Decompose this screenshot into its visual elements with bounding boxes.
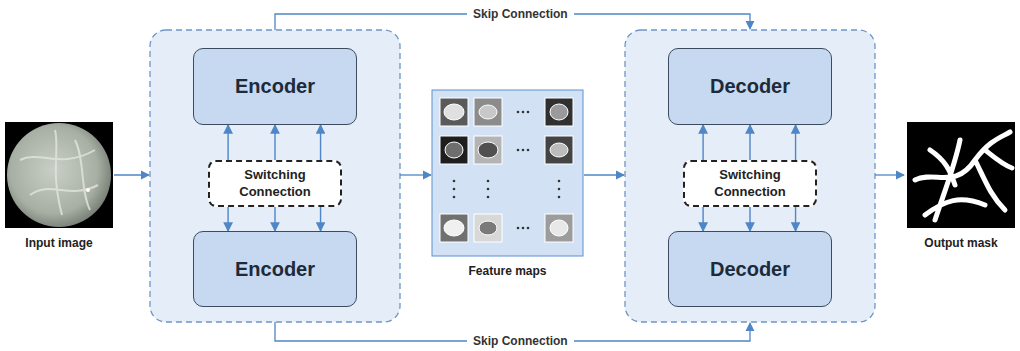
connector-arrow bbox=[320, 207, 321, 231]
connector-arrow bbox=[749, 125, 750, 160]
connector-arrow bbox=[795, 125, 796, 160]
encoder-box: Encoder bbox=[193, 48, 357, 125]
caption-label: Output mask bbox=[924, 236, 997, 250]
input-photo bbox=[5, 122, 113, 228]
decoder-panel bbox=[625, 30, 875, 322]
switching-box: Switching Connection bbox=[208, 160, 342, 207]
feature-maps-panel bbox=[432, 90, 583, 256]
box-label: Encoder bbox=[235, 75, 315, 98]
encoder-panel bbox=[150, 30, 400, 322]
flow-arrow bbox=[875, 174, 904, 175]
connection-label: Skip Connection bbox=[467, 7, 574, 21]
connector-arrow bbox=[320, 125, 321, 160]
encoder-box: Encoder bbox=[193, 231, 357, 307]
connector-arrow bbox=[702, 125, 703, 160]
decoder-box: Decoder bbox=[668, 231, 832, 307]
box-label: Decoder bbox=[710, 258, 790, 281]
decoder-box: Decoder bbox=[668, 48, 832, 125]
connector-arrow bbox=[749, 207, 750, 231]
output-mask: Output mask bbox=[907, 122, 1015, 228]
flow-arrow bbox=[584, 174, 624, 175]
connection-label: Skip Connection bbox=[467, 334, 574, 348]
box-label: Encoder bbox=[235, 258, 315, 281]
connector-arrow bbox=[702, 207, 703, 231]
output-mask-image bbox=[907, 122, 1015, 228]
input-image: Input image bbox=[5, 122, 113, 228]
connector-arrow bbox=[227, 125, 228, 160]
flow-arrow bbox=[400, 174, 431, 175]
box-label: Switching Connection bbox=[685, 167, 815, 200]
connector-arrow bbox=[274, 125, 275, 160]
switching-box: Switching Connection bbox=[683, 160, 817, 207]
caption-label: Input image bbox=[25, 236, 92, 250]
ellipsis-dots bbox=[453, 111, 561, 230]
box-label: Decoder bbox=[710, 75, 790, 98]
flow-arrow bbox=[114, 174, 149, 175]
connector-arrow bbox=[227, 207, 228, 231]
connector-arrow bbox=[795, 207, 796, 231]
connector-arrow bbox=[274, 207, 275, 231]
feature-maps: Feature maps bbox=[432, 90, 583, 256]
feature-thumbnails bbox=[440, 98, 573, 242]
caption-label: Feature maps bbox=[468, 264, 546, 278]
box-label: Switching Connection bbox=[210, 167, 340, 200]
